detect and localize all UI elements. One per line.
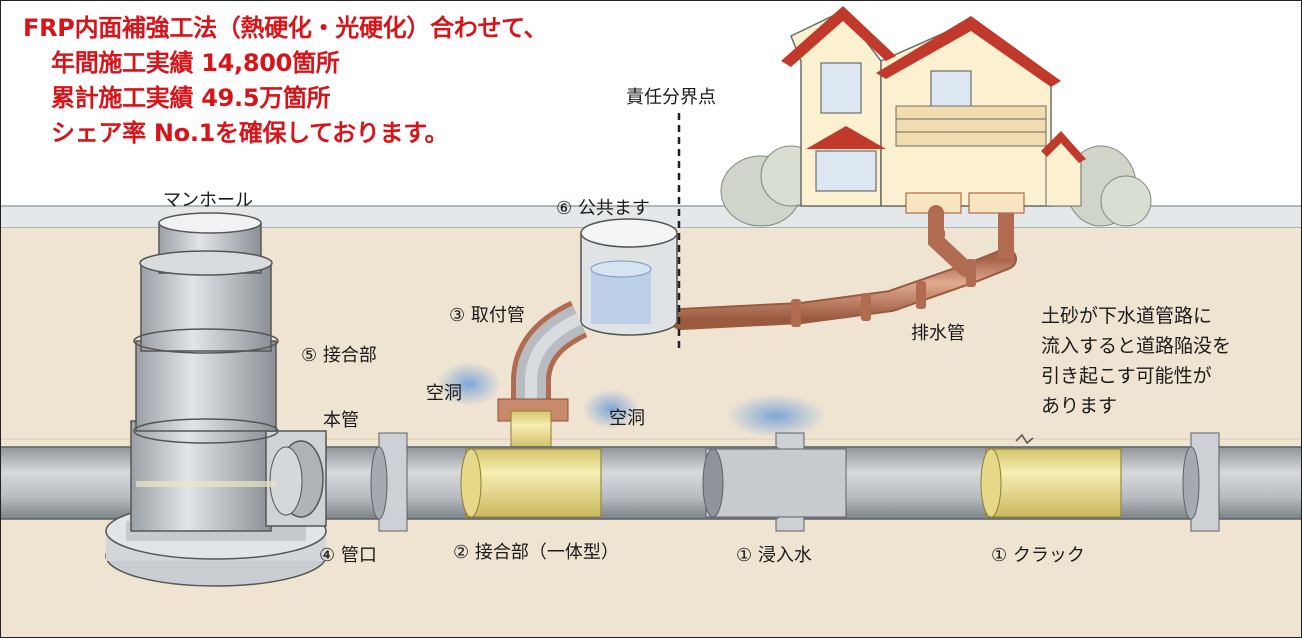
headline: FRP内面補強工法（熱硬化・光硬化）合わせて、 年間施工実績 14,800箇所 … [23,11,548,151]
warning-note: 土砂が下水道管路に 流入すると道路陥没を 引き起こす可能性が あります [1041,301,1231,421]
headline-line-3: 累計施工実績 49.5万箇所 [51,84,331,112]
label-void-right: 空洞 [609,408,645,429]
liner-crack [985,448,1122,518]
void-left [437,362,501,406]
manhole [105,212,327,587]
void-right [583,389,639,429]
label-public-box: ⑥ 公共ます [556,198,650,219]
label-infiltration: ① 浸入水 [736,545,812,566]
headline-line-1: FRP内面補強工法（熱硬化・光硬化）合わせて、 [23,14,548,42]
pipe-infiltration [705,448,847,518]
note-line-2: 流入すると道路陥没を [1041,335,1232,357]
public-box [580,218,678,336]
label-main-pipe: 本管 [323,410,359,431]
label-crack: ① クラック [991,545,1085,566]
crack-mark [1015,433,1034,445]
headline-line-4: シェア率 No.1を確保しております。 [51,119,449,147]
bushes [720,145,1152,227]
drain-pipe [670,205,1017,330]
house [781,6,1086,214]
liner-joint [465,448,602,518]
label-joint-integrated: ② 接合部（一体型） [453,542,619,563]
label-drain-pipe: 排水管 [911,323,965,344]
headline-line-2: 年間施工実績 14,800箇所 [51,49,340,77]
label-void-left: 空洞 [426,383,462,404]
fitting-pipe [497,300,588,452]
label-manhole: マンホール [163,190,253,211]
infiltration-water [726,394,826,438]
label-boundary: 責任分界点 [626,87,716,108]
note-line-3: 引き起こす可能性が [1041,365,1212,387]
note-line-4: あります [1041,395,1118,417]
label-pipe-mouth: ④ 管口 [319,545,377,566]
label-joint-5: ⑤ 接合部 [301,345,377,366]
note-line-1: 土砂が下水道管路に [1041,305,1213,327]
label-fitting-pipe: ③ 取付管 [449,305,525,326]
